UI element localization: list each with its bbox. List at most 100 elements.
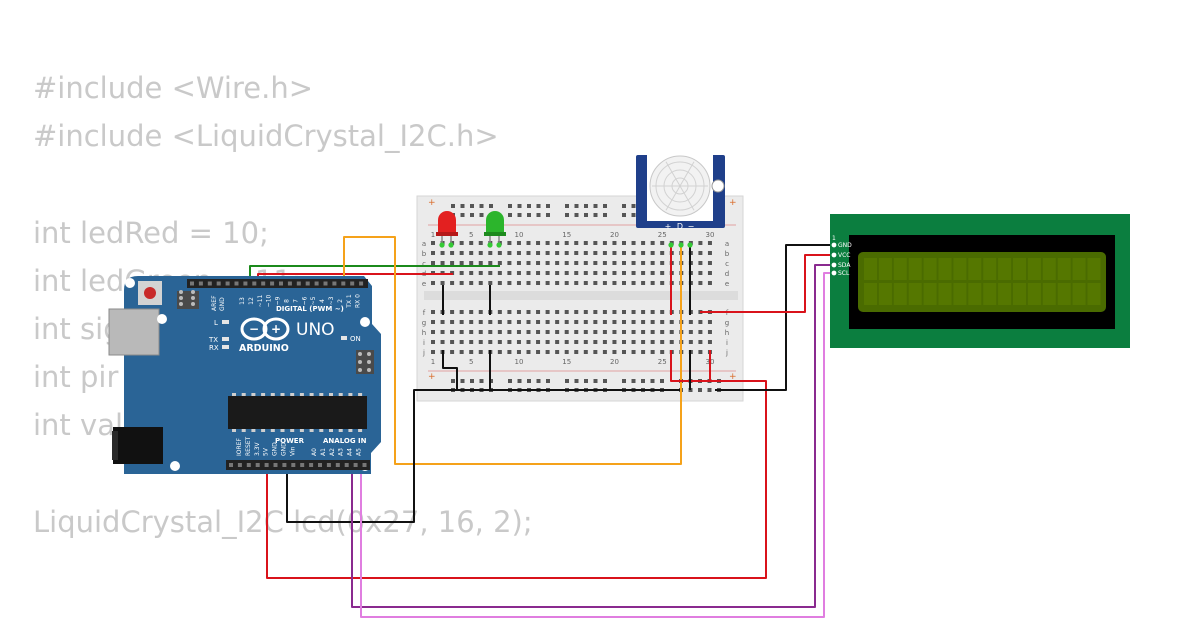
lcd-cell <box>1057 283 1071 305</box>
breadboard-hole <box>450 320 455 324</box>
wire-orange-signal[interactable] <box>343 236 682 465</box>
breadboard-hole <box>555 330 560 334</box>
red-led[interactable] <box>436 211 458 248</box>
breadboard-hole <box>545 251 550 255</box>
breadboard-hole <box>478 330 483 334</box>
breadboard-hole <box>479 204 484 208</box>
header-pin <box>323 281 328 286</box>
wire-red-5v[interactable] <box>266 380 767 579</box>
wire-black-gnd[interactable] <box>286 389 680 523</box>
wire-green-led[interactable] <box>249 265 500 280</box>
header-pin <box>252 281 257 286</box>
led-dome <box>486 211 504 234</box>
breadboard-hole <box>536 204 541 208</box>
breadboard-hole <box>497 340 502 344</box>
breadboard-hole <box>545 261 550 265</box>
breadboard-hole <box>450 251 455 255</box>
lcd-cell <box>1027 283 1041 305</box>
lcd-pin-one: 1 <box>832 235 836 242</box>
breadboard-hole <box>622 281 626 285</box>
breadboard-hole <box>622 271 626 275</box>
lcd-cell <box>1087 283 1101 305</box>
breadboard-hole <box>459 241 464 245</box>
wire-purple-sda[interactable] <box>351 264 833 608</box>
breadboard-hole <box>707 241 712 245</box>
row-letter: c <box>725 260 729 268</box>
breadboard-hole <box>478 340 483 344</box>
breadboard-hole <box>440 340 445 344</box>
digital-pin-label: ~5 <box>310 296 317 305</box>
digital-pin-label: 4 <box>319 299 326 303</box>
green-led[interactable] <box>484 211 506 248</box>
wire-black-lcd-gnd[interactable] <box>715 244 833 391</box>
arduino-uno-board[interactable]: − + UNO ARDUINO DIGITAL (PWM ~) POWER AN… <box>108 276 381 474</box>
breadboard-hole <box>478 251 483 255</box>
mount-hole <box>157 314 167 324</box>
column-number: 25 <box>658 358 667 366</box>
breadboard-hole <box>641 261 646 265</box>
breadboard-hole <box>622 379 626 383</box>
chip-leg <box>309 429 314 432</box>
breadboard-hole <box>536 310 541 314</box>
lcd-i2c-module[interactable]: 1 GND VCC SDA SCL <box>830 214 1130 348</box>
lcd-pin <box>831 270 837 276</box>
lcd-pin-label: VCC <box>838 252 850 259</box>
lcd-pin <box>831 262 837 268</box>
breadboard-hole <box>469 281 474 285</box>
breadboard-hole <box>507 241 512 245</box>
breadboard-hole <box>488 271 493 275</box>
row-letter: d <box>725 270 729 278</box>
breadboard-hole <box>622 213 626 217</box>
header-pins <box>179 281 371 467</box>
breadboard-hole <box>602 261 607 265</box>
row-letter: j <box>422 349 425 357</box>
breadboard-hole <box>583 251 588 255</box>
wire-pink-scl[interactable] <box>360 272 833 618</box>
header-pin <box>359 281 364 286</box>
breadboard-hole <box>469 350 474 354</box>
breadboard-hole <box>526 330 531 334</box>
power-pin-label: RESET <box>245 436 252 456</box>
lcd-cell <box>983 283 997 305</box>
breadboard-hole <box>508 213 512 217</box>
tx-label: TX <box>208 336 218 344</box>
column-number: 10 <box>514 358 523 366</box>
header-pin <box>237 463 242 467</box>
breadboard-hole <box>641 281 646 285</box>
breadboard-hole <box>488 330 493 334</box>
pir-sensor[interactable]: + D − <box>636 155 725 248</box>
pir-pin-label: − <box>688 222 695 231</box>
breadboard-hole <box>622 261 626 265</box>
breadboard-hole <box>431 241 435 245</box>
lcd-cell <box>893 283 907 305</box>
chip-leg <box>309 393 314 396</box>
breadboard-hole <box>631 281 636 285</box>
breadboard-hole <box>602 281 607 285</box>
lcd-cell <box>983 258 997 280</box>
wire-red-lcd-vcc[interactable] <box>716 254 833 313</box>
gnd-label: GND <box>219 297 226 311</box>
breadboard-hole <box>602 350 607 354</box>
breadboard-hole <box>478 271 483 275</box>
breadboard-hole <box>536 251 541 255</box>
code-line: int pir <box>33 360 119 395</box>
header-pin <box>234 281 239 286</box>
header-pin <box>291 463 296 467</box>
header-pin <box>296 281 301 286</box>
lcd-cell <box>1042 283 1056 305</box>
header-pin <box>309 463 314 467</box>
chip-leg <box>232 429 236 432</box>
breadboard-hole <box>564 271 569 275</box>
breadboard-hole <box>440 281 445 285</box>
breadboard-hole <box>470 379 474 383</box>
header-pin <box>282 463 287 467</box>
header-pin <box>279 281 283 286</box>
icsp-pin <box>191 302 195 306</box>
breadboard-hole <box>660 271 665 275</box>
breadboard-hole <box>698 251 703 255</box>
pir-dome-facets <box>652 161 708 211</box>
lcd-pin-label: GND <box>838 242 852 249</box>
breadboard-hole <box>497 261 502 265</box>
reset-button[interactable] <box>144 287 156 299</box>
icsp-pin <box>367 368 371 372</box>
